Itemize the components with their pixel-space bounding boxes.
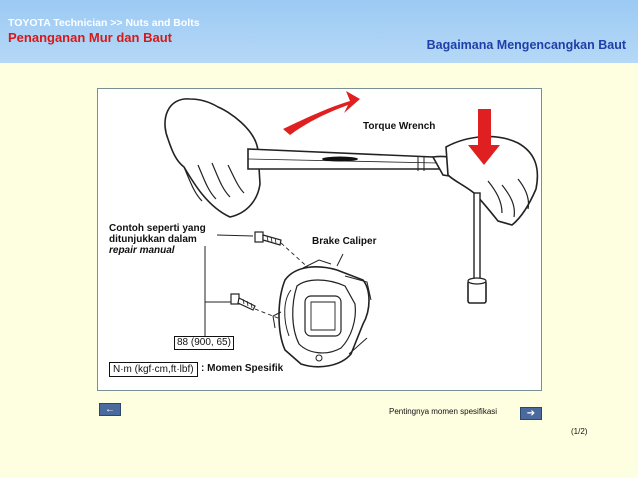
repair-manual-inset: Contoh seperti yang ditunjukkan dalam re… — [105, 220, 406, 382]
torque-wrench-label: Torque Wrench — [363, 121, 436, 132]
next-page-link[interactable]: Pentingnya momen spesifikasi — [389, 407, 498, 416]
page-indicator: (1/2) — [571, 427, 588, 436]
page-title: Penanganan Mur dan Baut — [8, 30, 172, 45]
momen-spesifik-label: : Momen Spesifik — [201, 363, 284, 374]
brake-caliper-label: Brake Caliper — [312, 236, 377, 247]
inset-note-line3: repair manual — [109, 245, 175, 256]
illustration-figure: Torque Wrench — [97, 88, 542, 391]
right-hand — [445, 135, 539, 226]
left-hand — [164, 98, 261, 218]
brake-caliper-diagram — [204, 231, 372, 368]
push-down-arrow — [468, 109, 500, 165]
torque-value-box: 88 (900, 65) — [174, 336, 234, 350]
section-title: Bagaimana Mengencangkan Baut — [426, 38, 626, 52]
lower-bolt-icon — [230, 293, 256, 311]
inset-note-line1: Contoh seperti yang — [109, 223, 206, 234]
right-arrow-icon: ➔ — [526, 408, 536, 419]
prev-page-button[interactable]: ← — [99, 403, 121, 416]
breadcrumb[interactable]: TOYOTA Technician >> Nuts and Bolts — [8, 17, 200, 29]
upper-bolt-icon — [254, 231, 282, 246]
rotation-arrow — [283, 91, 360, 135]
inset-note-line2: ditunjukkan dalam — [109, 234, 197, 245]
inset-note: Contoh seperti yang ditunjukkan dalam re… — [109, 223, 206, 256]
next-page-button[interactable]: ➔ — [520, 407, 542, 420]
left-arrow-icon: ← — [105, 404, 115, 415]
torque-wrench-illustration — [164, 91, 539, 304]
brake-caliper-body — [272, 259, 372, 368]
header-bar: TOYOTA Technician >> Nuts and Bolts Pena… — [0, 0, 638, 63]
unit-box: N·m (kgf·cm,ft·lbf) — [109, 362, 198, 377]
